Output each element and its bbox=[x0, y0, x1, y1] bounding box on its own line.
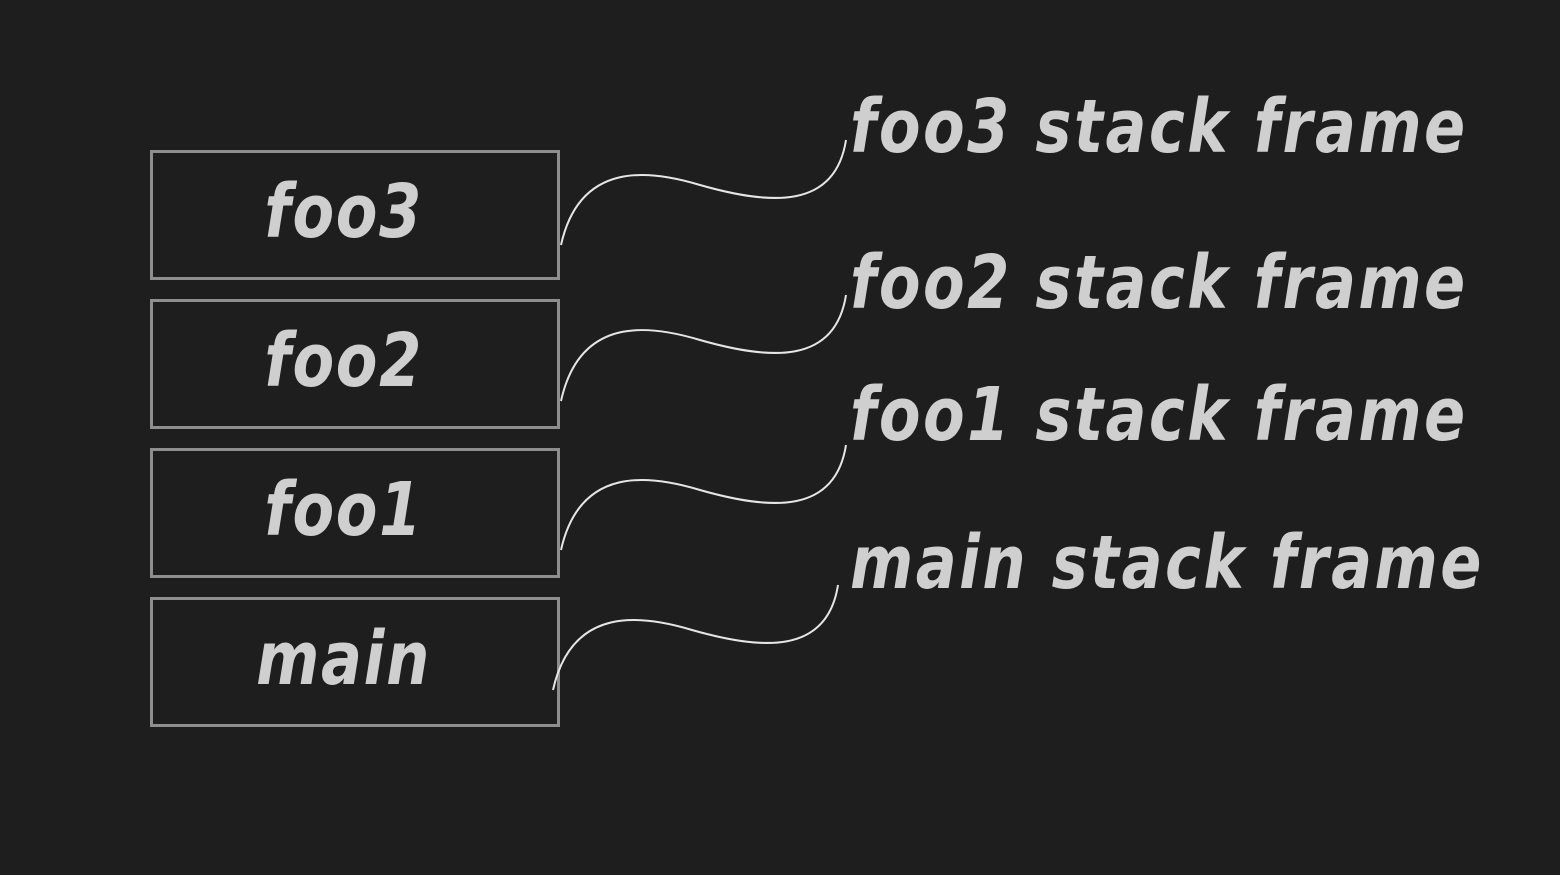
frame-label-main: main stack frame bbox=[850, 520, 1484, 606]
connector-foo3 bbox=[560, 139, 847, 246]
stack-box-label: main bbox=[256, 616, 432, 702]
stack-box-main: main bbox=[150, 597, 560, 727]
stack-box-label: foo3 bbox=[264, 169, 424, 255]
stack-box-foo3: foo3 bbox=[150, 150, 560, 280]
stack-box-label: foo1 bbox=[264, 467, 424, 553]
stack-box-foo1: foo1 bbox=[150, 448, 560, 578]
frame-label-foo1: foo1 stack frame bbox=[850, 372, 1468, 458]
frame-label-foo3: foo3 stack frame bbox=[850, 84, 1468, 170]
frame-label-foo2: foo2 stack frame bbox=[850, 240, 1468, 326]
connector-main bbox=[552, 584, 839, 691]
stack-box-foo2: foo2 bbox=[150, 299, 560, 429]
connector-foo1 bbox=[560, 444, 847, 551]
connector-foo2 bbox=[560, 294, 847, 402]
stack-box-label: foo2 bbox=[264, 318, 424, 404]
